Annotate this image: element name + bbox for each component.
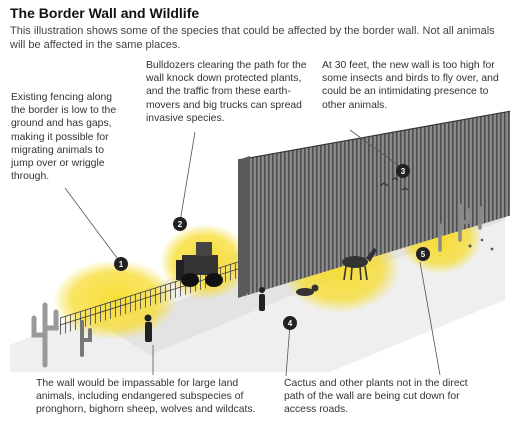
cactus-right: [438, 203, 482, 252]
page-title: The Border Wall and Wildlife: [10, 5, 200, 21]
marker-5[interactable]: 5: [416, 247, 430, 261]
marker-3[interactable]: 3: [396, 164, 410, 178]
bird-flock: [379, 177, 409, 191]
marker-4-label: 4: [288, 319, 293, 328]
marker-4[interactable]: 4: [283, 316, 297, 330]
border-wall-end: [238, 156, 250, 298]
callout-text-3: At 30 feet, the new wall is too high for…: [322, 60, 499, 111]
marker-1[interactable]: 1: [114, 257, 128, 271]
marker-5-label: 5: [421, 250, 426, 259]
marker-3-label: 3: [401, 167, 406, 176]
bulldozer: [176, 242, 223, 287]
marker-2-label: 2: [178, 220, 183, 229]
person-near-fence: [144, 314, 152, 342]
callout-text-4: The wall would be impassable for large l…: [36, 378, 256, 416]
pronghorn: [342, 248, 377, 281]
border-wall-top-edge: [237, 110, 510, 161]
callout-text-2: Bulldozers clearing the path for the wal…: [146, 60, 307, 124]
leader-lines: [64, 129, 441, 377]
insects: [468, 238, 494, 251]
cactus-left: [31, 302, 59, 368]
page-subtitle: This illustration shows some of the spec…: [10, 25, 495, 51]
wildcat: [296, 284, 319, 296]
callout-text-5: Cactus and other plants not in the direc…: [284, 378, 468, 416]
marker-1-label: 1: [119, 260, 124, 269]
callout-text-1: Existing fencing along the border is low…: [11, 92, 117, 183]
border-wall: [238, 111, 510, 298]
cactus-small: [80, 320, 92, 357]
marker-2[interactable]: 2: [173, 217, 187, 231]
person-near-wall: [259, 287, 265, 311]
